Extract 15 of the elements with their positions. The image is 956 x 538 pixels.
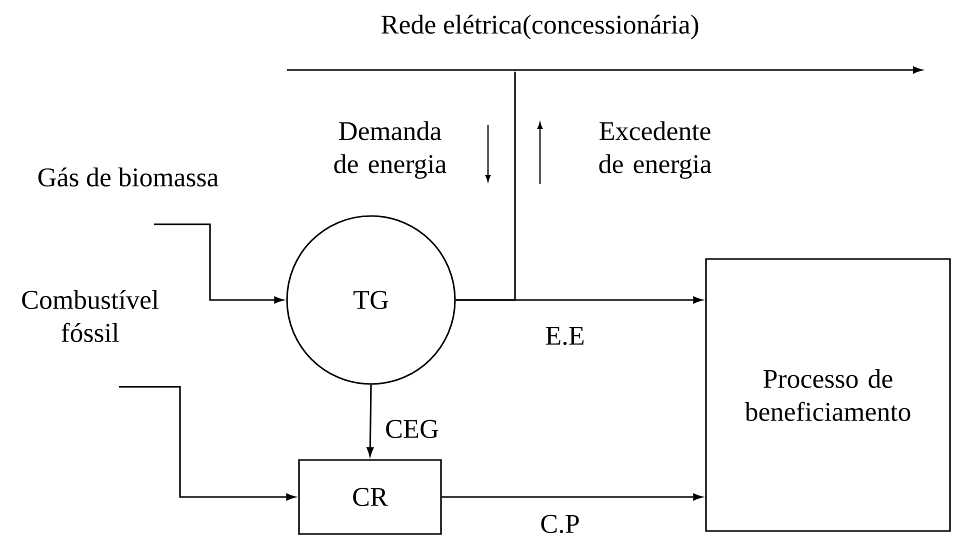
- arrow: [366, 384, 374, 456]
- power-line: [287, 66, 922, 74]
- annotation: Excedente de energia: [599, 121, 712, 179]
- source-label: Gás de biomassa: [38, 167, 218, 187]
- edge-label: E.E: [546, 326, 584, 346]
- arrow: [442, 494, 702, 500]
- process-box: CR: [298, 459, 442, 535]
- edge-label: CEG: [386, 420, 438, 438]
- arrow: [119, 386, 296, 500]
- source-label: Combustível fóssil: [22, 290, 158, 342]
- edge-label: C.P: [541, 514, 579, 534]
- node-label: Rede elétrica(concessionária): [382, 14, 698, 40]
- arrow: [154, 224, 284, 304]
- annotation: Demanda de energia: [334, 121, 446, 179]
- process-box: Processo de beneficiamento: [705, 258, 951, 532]
